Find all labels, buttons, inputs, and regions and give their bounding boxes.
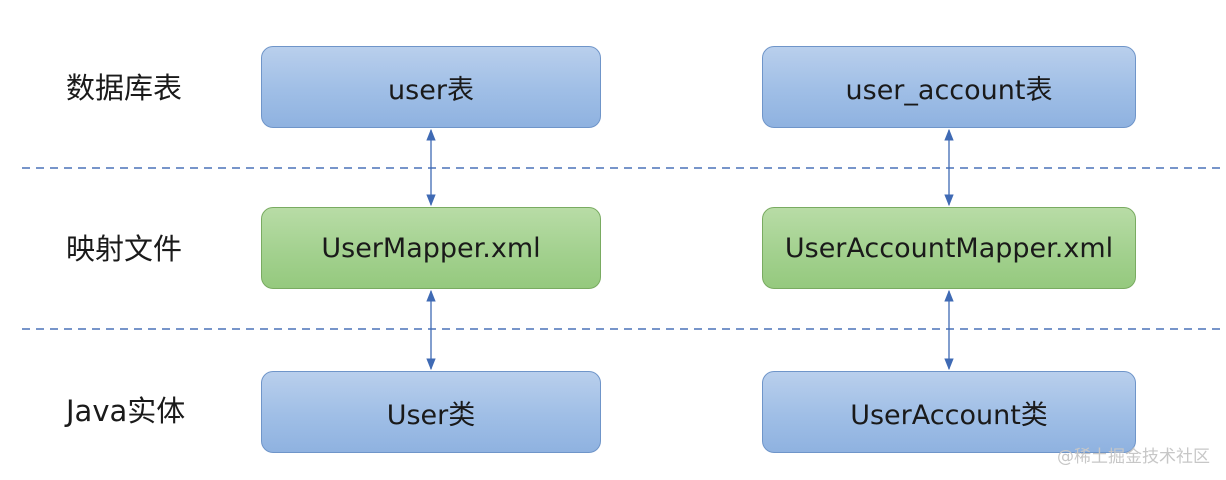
user-mapper-box: UserMapper.xml: [261, 207, 601, 289]
user-entity-box: User类: [261, 371, 601, 453]
user-table-box: user表: [261, 46, 601, 128]
row-label-mapping-file: 映射文件: [66, 232, 183, 266]
user-account-mapper-box: UserAccountMapper.xml: [762, 207, 1136, 289]
watermark: @稀土掘金技术社区: [1057, 447, 1210, 467]
row-label-java-entity: Java实体: [66, 394, 186, 428]
row-label-database-table: 数据库表: [66, 71, 183, 105]
user-account-table-box: user_account表: [762, 46, 1136, 128]
user-account-entity-box: UserAccount类: [762, 371, 1136, 453]
